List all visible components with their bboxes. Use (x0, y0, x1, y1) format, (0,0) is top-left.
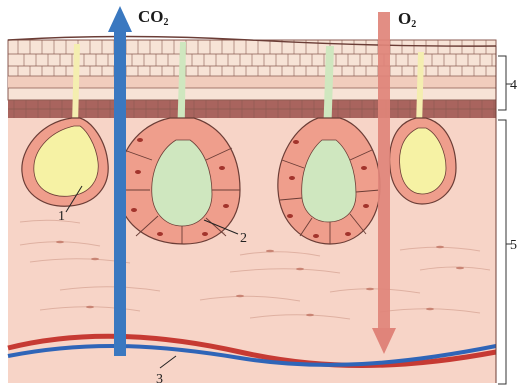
layer-brackets (498, 56, 512, 384)
label-2-granular-gland: 2 (240, 231, 247, 246)
o2-label: O2 (398, 9, 416, 30)
granular-gland-center (118, 118, 240, 244)
co2-label: CO2 (138, 7, 169, 28)
label-3-blood-vessels: 3 (156, 372, 163, 387)
granular-gland-right (278, 118, 380, 244)
label-5-dermis: 5 (510, 238, 517, 253)
label-4-epidermis: 4 (510, 78, 517, 93)
label-1-mucous-gland: 1 (58, 209, 65, 224)
